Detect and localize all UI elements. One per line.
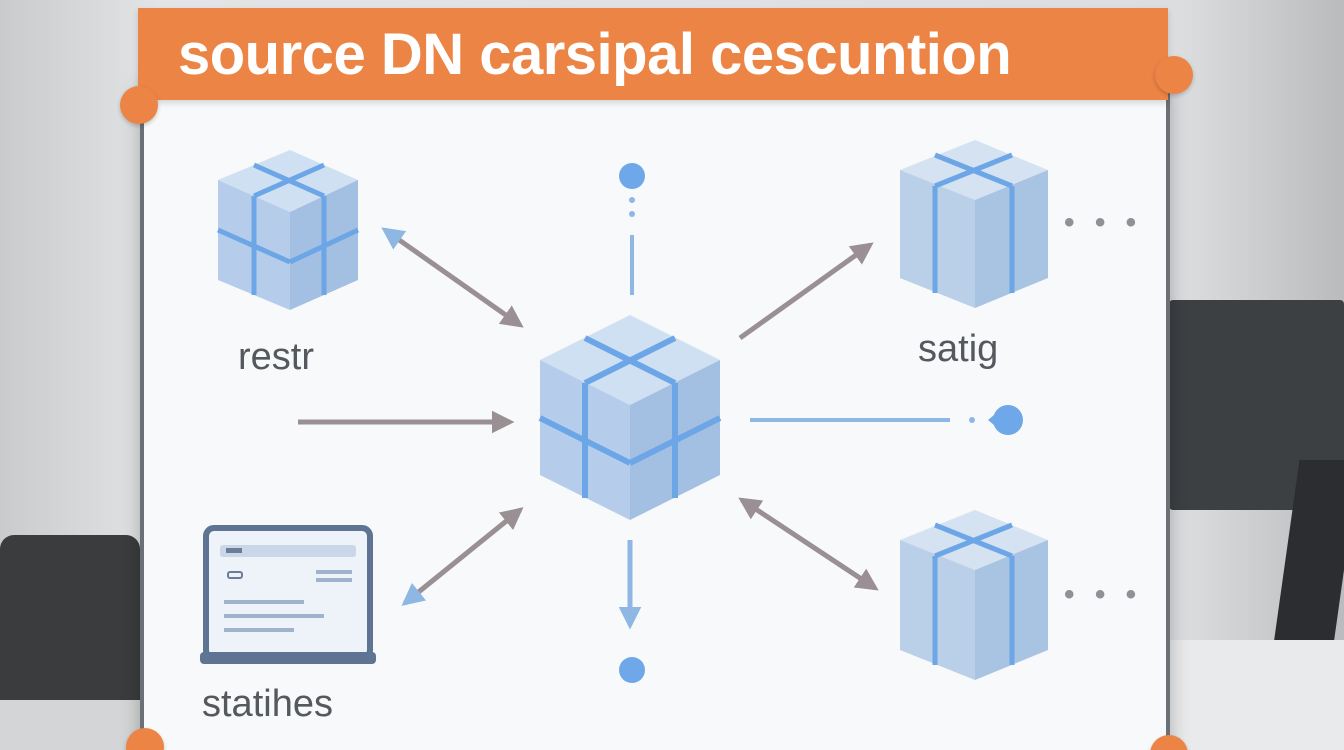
arrow-center-topright	[738, 242, 874, 341]
cube-center	[538, 315, 722, 520]
pin-top-right	[1155, 56, 1193, 94]
pin-bottom-right	[1150, 735, 1188, 750]
cube-bottom-right	[900, 510, 1048, 680]
more-top-right: • • •	[1064, 206, 1143, 239]
cube-top-right	[900, 140, 1048, 308]
pin-top-left	[120, 86, 158, 124]
arrow-center-bottomright	[738, 497, 879, 591]
background-desk-right	[1169, 640, 1344, 750]
connector-right	[750, 405, 1023, 435]
connector-bottom-dot	[619, 657, 645, 683]
cube-top-left	[216, 150, 360, 310]
label-top-right: satig	[918, 328, 999, 370]
more-bottom-right: • • •	[1064, 578, 1143, 611]
pin-bottom-left	[126, 728, 164, 750]
monitor-icon	[200, 525, 376, 664]
label-top-left: restr	[238, 336, 314, 378]
diagram-title: source DN carsipal cescuntion	[178, 21, 1012, 87]
title-banner: source DN carsipal cescuntion	[138, 8, 1168, 100]
arrow-monitor-center	[401, 507, 524, 606]
connector-top	[619, 163, 645, 295]
arrow-topleft-center	[381, 227, 524, 328]
label-bottom-left: statihes	[202, 683, 333, 725]
